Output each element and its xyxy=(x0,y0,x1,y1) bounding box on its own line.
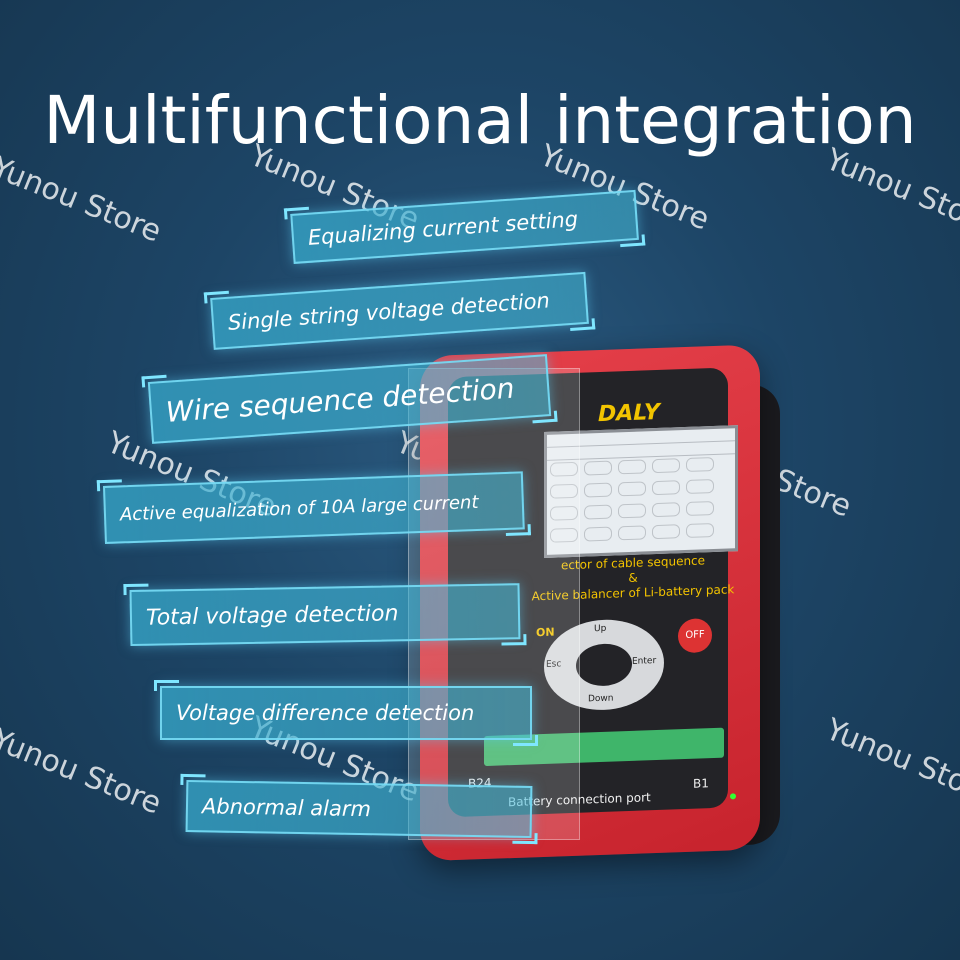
down-button-label: Down xyxy=(588,693,614,705)
feature-label: Abnormal alarm xyxy=(185,780,533,839)
terminal-right-label: B1 xyxy=(693,776,709,791)
feature-label: Voltage difference detection xyxy=(154,680,538,746)
headline: Multifunctional integration xyxy=(43,82,917,159)
up-button-label: Up xyxy=(594,623,607,635)
watermark: Yunou Store xyxy=(0,722,167,822)
brand-logo: DALY xyxy=(598,399,660,428)
feature-label: Total voltage detection xyxy=(129,583,521,646)
power-off-button: OFF xyxy=(678,618,712,654)
status-led xyxy=(730,793,736,800)
feature-label: Single string voltage detection xyxy=(210,271,589,350)
watermark: Yunou Store xyxy=(820,712,960,812)
enter-button-label: Enter xyxy=(632,656,657,667)
watermark: Yunou Store xyxy=(0,150,167,250)
